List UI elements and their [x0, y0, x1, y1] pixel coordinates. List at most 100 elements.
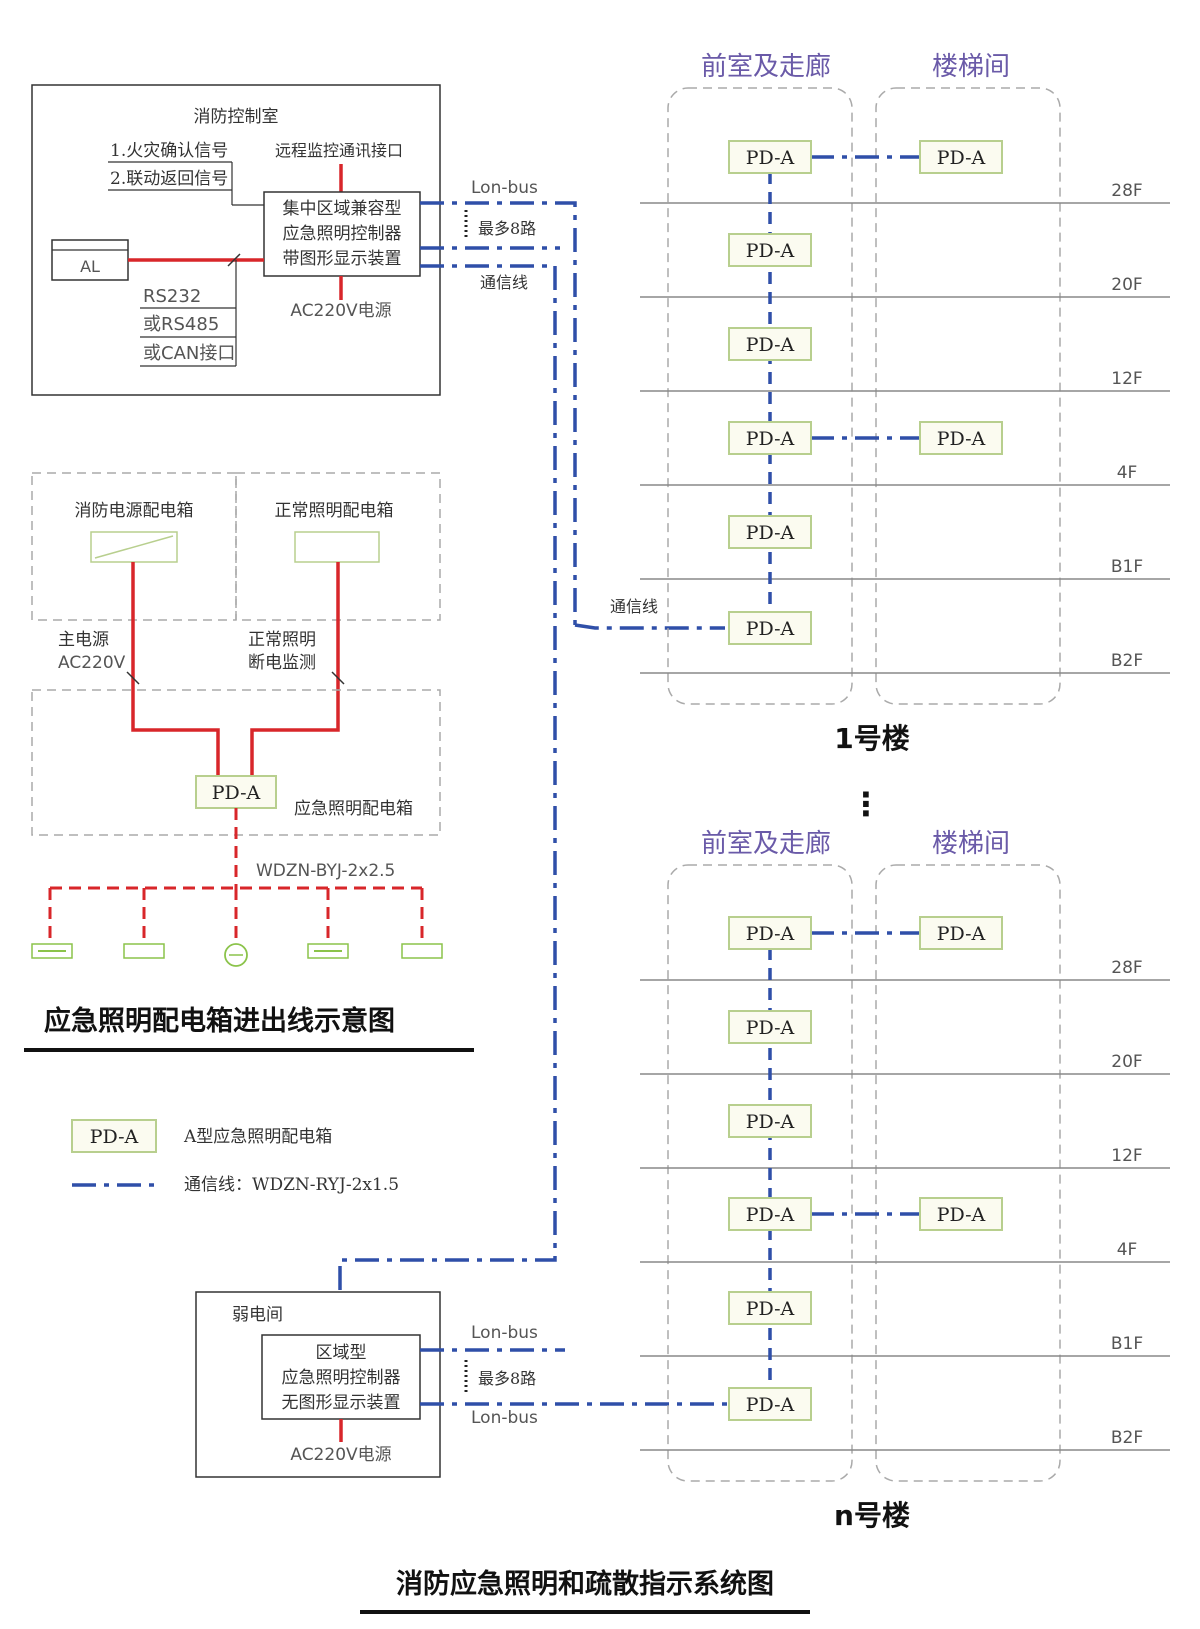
bn-pd-4f-stair: [919, 1197, 1003, 1231]
emergency-box-label: 应急照明配电箱: [294, 799, 413, 819]
control-power-label: AC220V电源: [290, 301, 391, 321]
distribution-caption: 应急照明配电箱进出线示意图: [44, 1005, 395, 1037]
b1-floor-20f: 20F: [1111, 275, 1142, 295]
weak-lonbus-label-top: Lon-bus: [471, 1323, 538, 1343]
b1-floor-12f: 12F: [1111, 369, 1142, 389]
can-label: 或CAN接口: [143, 343, 235, 364]
b1-pd-b2f-label: PD-A: [746, 618, 795, 640]
bn-pd-b2f-label: PD-A: [746, 1394, 795, 1416]
lonbus-label-top: Lon-bus: [471, 178, 538, 198]
bn-floor-20f: 20F: [1111, 1052, 1142, 1072]
weak-max8-label: 最多8路: [478, 1369, 536, 1388]
building-1: 前室及走廊 楼梯间 28F 20F 12F 4F B1F B2F PD-A PD…: [640, 52, 1170, 755]
b1-pd-12f-label: PD-A: [746, 334, 795, 356]
bn-pd-4f-label: PD-A: [746, 1204, 795, 1226]
bn-pd-28f: [728, 916, 812, 950]
b1-pd-20f-label: PD-A: [746, 240, 795, 262]
buildingn-corridor-frame: [667, 864, 853, 1482]
max8-label-top: 最多8路: [478, 219, 536, 238]
buildingn-stair-frame: [875, 864, 1061, 1482]
b1-pd-b1f-label: PD-A: [746, 522, 795, 544]
buildingn-col-corridor: 前室及走廊: [701, 829, 831, 859]
building1-name: 1号楼: [834, 722, 909, 755]
bn-pd-20f-label: PD-A: [746, 1017, 795, 1039]
area-controller-line2: 应急照明控制器: [282, 1368, 401, 1388]
central-controller-line1: 集中区域兼容型: [283, 199, 402, 219]
legend-pd-a-desc: A型应急照明配电箱: [183, 1127, 332, 1147]
normal-monitor-label-1: 正常照明: [248, 630, 316, 650]
b1-pd-28f: [728, 140, 812, 174]
main-power-label-2: AC220V: [58, 653, 126, 673]
building-n: 前室及走廊 楼梯间 28F 20F 12F 4F B1F B2F PD-A PD…: [640, 829, 1170, 1532]
control-room-title: 消防控制室: [194, 107, 279, 127]
legend-pd-a-box: [71, 1119, 157, 1153]
bn-pd-12f: [728, 1104, 812, 1138]
bn-pd-28f-stair: [919, 916, 1003, 950]
building1-stair-frame: [875, 87, 1061, 705]
bn-pd-b1f: [728, 1291, 812, 1325]
bn-pd-28f-label: PD-A: [746, 923, 795, 945]
b1-floor-28f: 28F: [1111, 181, 1142, 201]
legend-comm-desc: 通信线：WDZN-RYJ-2x1.5: [184, 1175, 399, 1195]
main-power-line: [131, 562, 220, 778]
b1-floor-b1f: B1F: [1111, 557, 1143, 577]
bn-pd-12f-label: PD-A: [746, 1111, 795, 1133]
pd-a-box-distribution: [195, 775, 277, 809]
exit-sign-2: [123, 943, 165, 959]
normal-light-breaker: [294, 531, 380, 563]
bn-floor-4f: 4F: [1117, 1240, 1138, 1260]
cable-spec-label: WDZN-BYJ-2x2.5: [256, 861, 395, 881]
comm-label-top: 通信线: [480, 273, 528, 292]
normal-monitor-line: [250, 562, 340, 778]
building1-col-corridor: 前室及走廊: [701, 52, 831, 82]
main-power-label-1: 主电源: [58, 630, 109, 650]
rs232-label: RS232: [143, 286, 201, 307]
legend-pd-a-label: PD-A: [90, 1126, 139, 1148]
exit-sign-4: [401, 943, 443, 959]
remote-interface-label: 远程监控通讯接口: [275, 141, 403, 160]
normal-light-box-label: 正常照明配电箱: [275, 501, 394, 521]
weak-lonbus-label-bottom: Lon-bus: [471, 1408, 538, 1428]
b1-pd-4f-stair: [919, 421, 1003, 455]
bn-pd-20f: [728, 1010, 812, 1044]
bn-pd-b2f: [728, 1387, 812, 1421]
comm-line-to-weak-room: [338, 264, 557, 1330]
weak-room-power-label: AC220V电源: [290, 1445, 391, 1465]
normal-monitor-label-2: 断电监测: [248, 653, 316, 673]
b1-pd-4f: [728, 421, 812, 455]
bn-floor-b2f: B2F: [1111, 1428, 1143, 1448]
building-ellipsis: ⋮: [850, 785, 882, 823]
comm-label-b2f: 通信线: [610, 597, 658, 616]
b1-pd-28f-stair-label: PD-A: [937, 147, 986, 169]
al-label: AL: [80, 257, 100, 276]
rs485-label: 或RS485: [143, 314, 219, 335]
b1-pd-20f: [728, 233, 812, 267]
weak-room-title: 弱电间: [232, 1305, 283, 1325]
b1-pd-28f-stair: [919, 140, 1003, 174]
main-title: 消防应急照明和疏散指示系统图: [396, 1568, 774, 1600]
building1-col-stair: 楼梯间: [932, 52, 1010, 82]
bn-floor-b1f: B1F: [1111, 1334, 1143, 1354]
building1-corridor-frame: [667, 87, 853, 705]
bn-pd-b1f-label: PD-A: [746, 1298, 795, 1320]
b1-pd-b2f: [728, 611, 812, 645]
b1-floor-4f: 4F: [1117, 463, 1138, 483]
buildingn-name: n号楼: [834, 1499, 910, 1532]
central-controller-line2: 应急照明控制器: [283, 224, 402, 244]
comm-line-to-b2f: [574, 623, 725, 630]
pd-a-label-distribution: PD-A: [212, 782, 261, 804]
signal-2-label: 2.联动返回信号: [110, 169, 228, 189]
area-controller-box: [261, 1334, 421, 1420]
signal-1-label: 1.火灾确认信号: [110, 141, 228, 161]
lonbus-line-1: [420, 201, 577, 625]
bn-pd-4f: [728, 1197, 812, 1231]
bn-floor-12f: 12F: [1111, 1146, 1142, 1166]
b1-pd-12f: [728, 327, 812, 361]
bn-pd-4f-stair-label: PD-A: [937, 1204, 986, 1226]
area-controller-line1: 区域型: [316, 1343, 367, 1363]
b1-pd-4f-stair-label: PD-A: [937, 428, 986, 450]
b1-pd-4f-label: PD-A: [746, 428, 795, 450]
area-controller-line3: 无图形显示装置: [282, 1393, 401, 1413]
central-controller-line3: 带图形显示装置: [283, 249, 402, 269]
